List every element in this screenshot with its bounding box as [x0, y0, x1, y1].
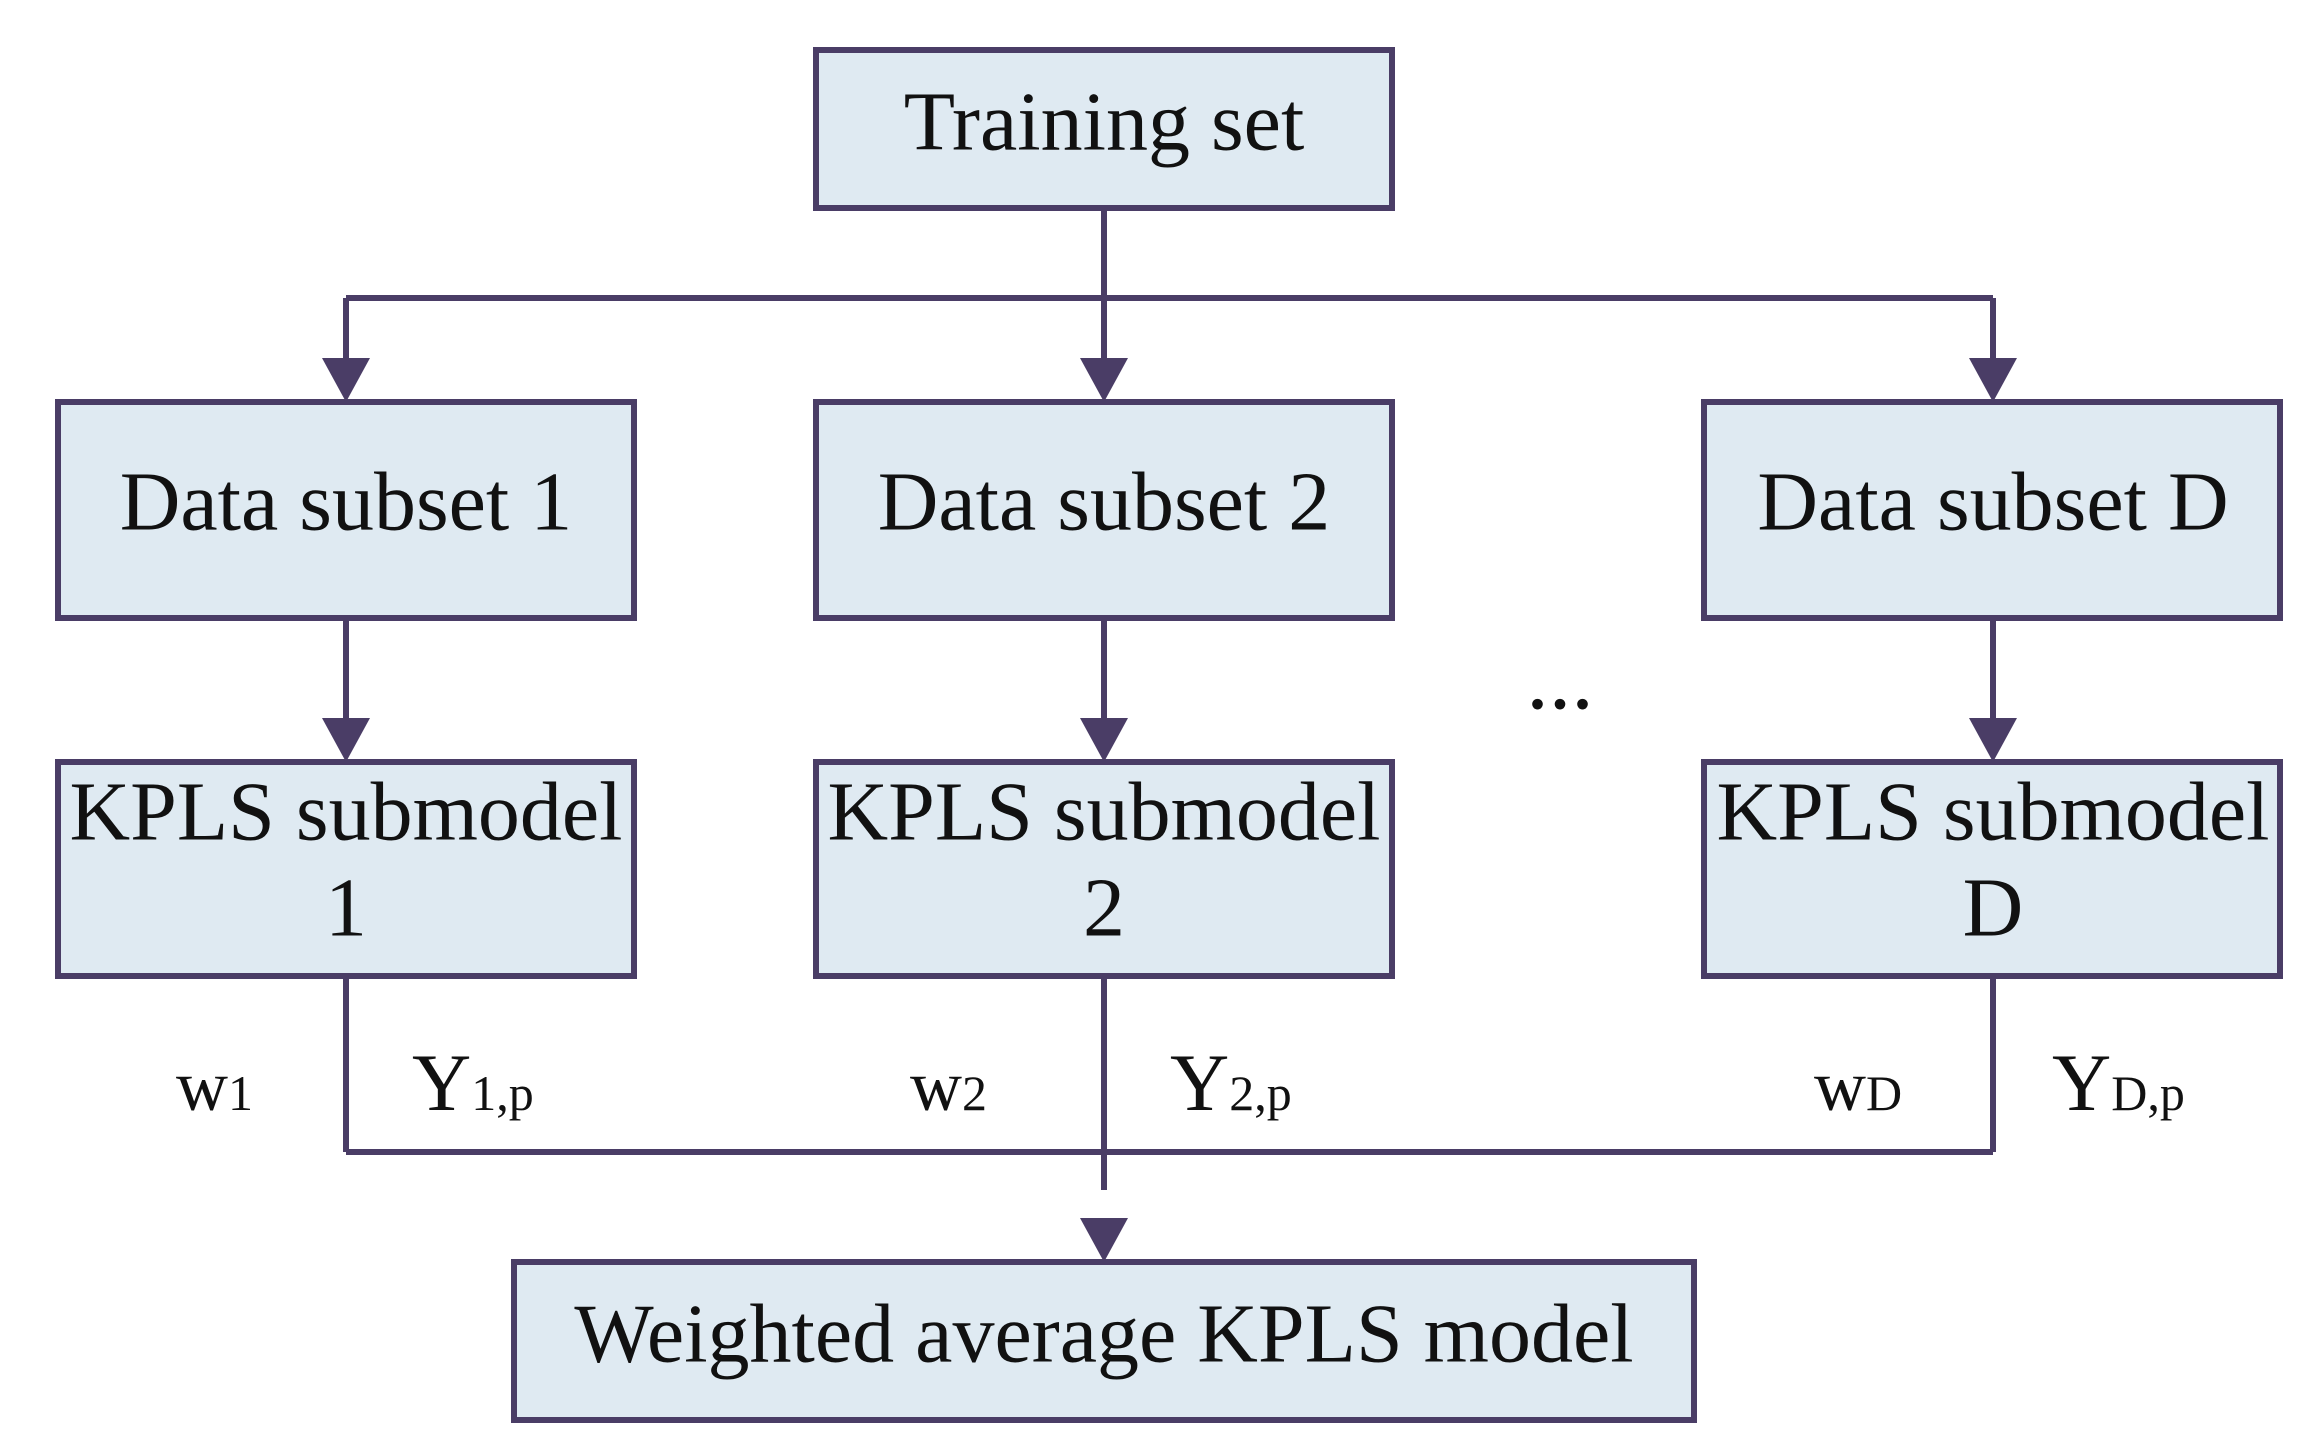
node-kpls-submodel-2: KPLS submodel 2 — [813, 759, 1395, 979]
connectors — [343, 208, 1996, 1190]
weighted-average-model-label: Weighted average KPLS model — [574, 1287, 1633, 1380]
node-kpls-submodel-1: KPLS submodel 1 — [55, 759, 637, 979]
node-data-subset-d: Data subset D — [1701, 399, 2283, 621]
kpls-submodel-d-line2: D — [1963, 861, 2024, 954]
node-weighted-average-model: Weighted average KPLS model — [511, 1259, 1697, 1423]
kpls-submodel-1-line2: 1 — [325, 861, 367, 954]
data-subset-d-label: Data subset D — [1757, 455, 2228, 548]
arrowhead-subset-2 — [1080, 358, 1128, 402]
node-kpls-submodel-d: KPLS submodel D — [1701, 759, 2283, 979]
data-subset-2-label: Data subset 2 — [878, 455, 1331, 548]
kpls-submodel-d-line1: KPLS submodel — [1716, 765, 2269, 858]
arrowhead-submodel-d — [1969, 718, 2017, 762]
arrowhead-final — [1080, 1218, 1128, 1262]
node-training-set: Training set — [813, 47, 1395, 211]
weight-label-2: w2 — [910, 1046, 987, 1126]
output-label-1: Y1,p — [412, 1037, 534, 1128]
weight-label-1: w1 — [176, 1046, 253, 1126]
arrowhead-submodel-2 — [1080, 718, 1128, 762]
node-data-subset-1: Data subset 1 — [55, 399, 637, 621]
kpls-submodel-2-line2: 2 — [1083, 861, 1125, 954]
kpls-submodel-1-line1: KPLS submodel — [69, 765, 622, 858]
arrowhead-subset-d — [1969, 358, 2017, 402]
data-subset-1-label: Data subset 1 — [120, 455, 573, 548]
output-label-d: YD,p — [2052, 1037, 2185, 1128]
node-data-subset-2: Data subset 2 — [813, 399, 1395, 621]
kpls-submodel-2-line1: KPLS submodel — [827, 765, 1380, 858]
ellipsis: ... — [1526, 629, 1594, 728]
arrowhead-subset-1 — [322, 358, 370, 402]
arrowhead-submodel-1 — [322, 718, 370, 762]
arrowheads — [322, 358, 2017, 1262]
weight-label-d: wD — [1814, 1046, 1902, 1126]
output-label-2: Y2,p — [1170, 1037, 1292, 1128]
training-set-label: Training set — [904, 75, 1305, 168]
